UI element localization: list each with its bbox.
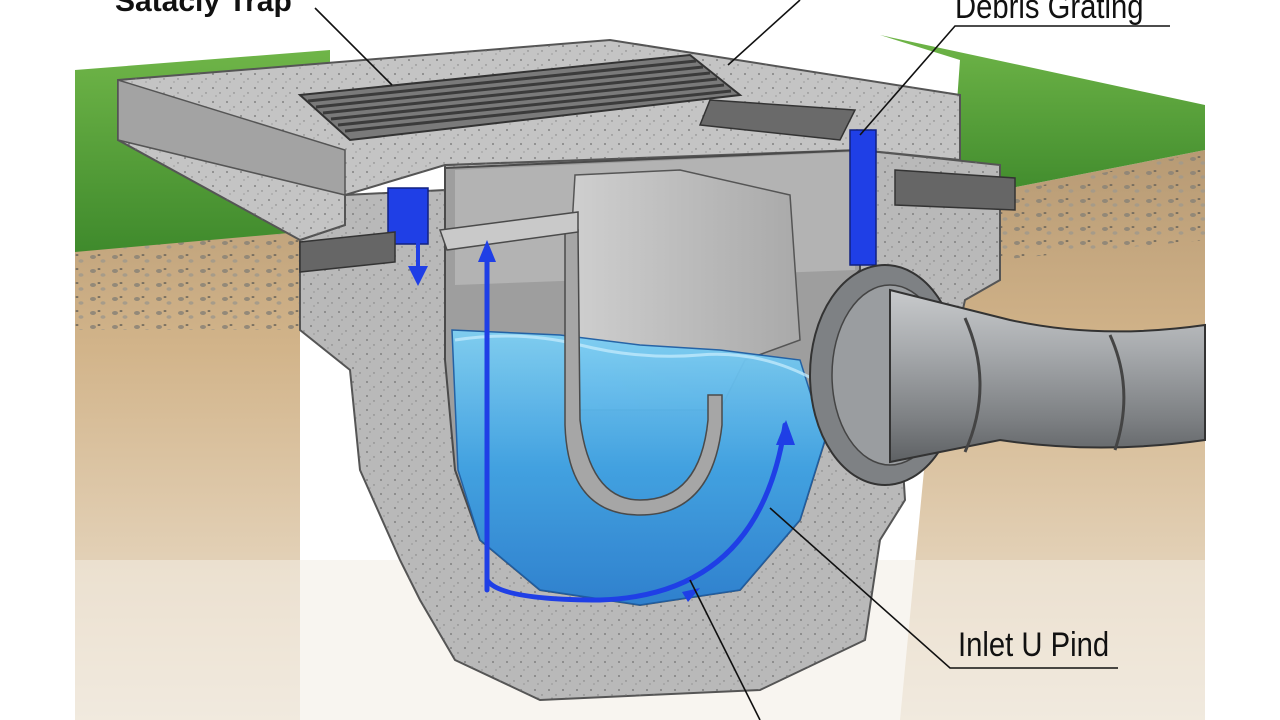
gravel-layer-right: [945, 152, 1205, 265]
grating-bar: [307, 59, 697, 103]
inlet-channel-wall: [438, 211, 579, 251]
gravel-layer-left: [75, 232, 300, 330]
ground: [75, 35, 1205, 720]
pipe-joint-ring: [963, 317, 982, 453]
flow-arrow-head-outlet: [776, 420, 795, 445]
pipe-joint-ring: [1108, 334, 1126, 451]
u-baffle: [564, 229, 723, 516]
outlet-pipe: [809, 264, 1206, 486]
leader-line-inlet-u-pind: [769, 507, 1118, 669]
secondary-grating: [698, 99, 857, 141]
flow-arrow-head-up: [478, 240, 496, 262]
label-debris-grating: Debris Grating: [955, 0, 1144, 26]
grating-bar: [337, 83, 725, 127]
leader-line-bottom: [689, 579, 761, 720]
right-seal-gasket: [849, 129, 877, 266]
leader-line-safety-trap: [314, 7, 393, 86]
grating-bar: [344, 89, 732, 133]
right-inlet-slot: [894, 169, 1016, 211]
water-surface-ripple: [454, 334, 816, 382]
leader-line-debris-grating: [859, 25, 1170, 136]
leader-line-grating: [727, 0, 801, 66]
pipe-body: [889, 288, 1206, 464]
grating-bar: [315, 65, 704, 109]
label-inlet-u-pind: Inlet U Pind: [958, 626, 1110, 664]
flow-path-arrow: [484, 247, 788, 603]
grating-bars: [307, 59, 732, 133]
concrete-chamber: [117, 38, 1016, 702]
water-body: [451, 329, 826, 606]
leader-lines: [314, 0, 1170, 720]
grass-right: [880, 35, 1205, 200]
left-inlet-slot: [299, 231, 396, 273]
grating-bar: [322, 71, 711, 115]
label-safety-trap: Satacly Trap: [115, 0, 292, 18]
debris-grating-illustration: [297, 53, 857, 142]
grating-bar: [330, 77, 718, 121]
top-slab-front-face: [117, 78, 346, 196]
